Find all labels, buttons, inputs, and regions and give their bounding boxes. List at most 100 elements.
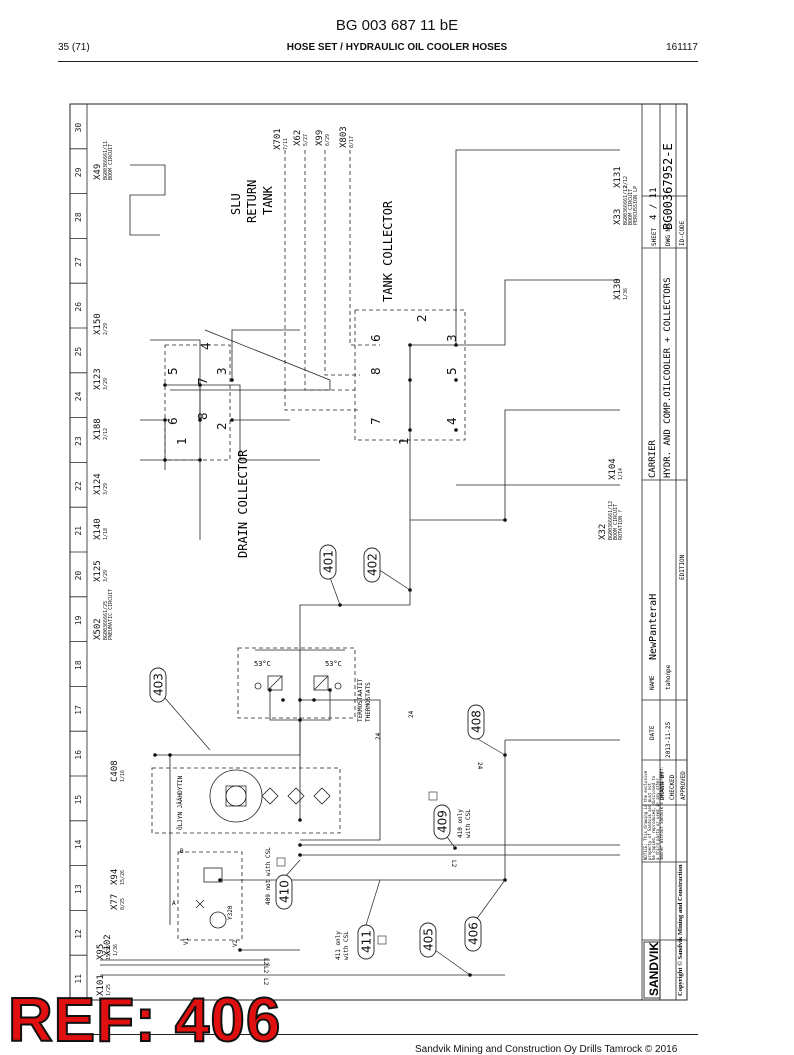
drain-port-5: 5 [166, 367, 180, 375]
sandvik-logo-box [643, 941, 661, 999]
grid-number: 29 [74, 167, 83, 177]
tank-port-5: 5 [445, 367, 459, 375]
tb-sheet-label: SHEET [651, 228, 658, 246]
thermostat-label-1: TERMOSTAATIT [357, 678, 364, 722]
note-410-flag [428, 791, 438, 801]
svg-text:manner without Sandvik's prior: manner without Sandvik's prior consent. [659, 766, 664, 860]
svg-text:be copied, reproduced, disclos: be copied, reproduced, disclosed to [651, 775, 656, 860]
cooler-label: ÖLJYN JÄÄHDYTIN [177, 775, 184, 830]
grid-number: 18 [74, 660, 83, 670]
connector-x49: X49 [93, 164, 103, 180]
connector-x62: X62 [293, 130, 303, 146]
cooler-box [151, 767, 341, 834]
drain-port-7: 7 [196, 377, 210, 385]
connector-ref: 2/12 [103, 428, 109, 440]
svg-text:NOTICE: This drawing is the ex: NOTICE: This drawing is the exclusive [643, 770, 648, 860]
connector-x188: X188 [93, 418, 103, 440]
drain-port-3: 3 [215, 367, 229, 375]
tank-collector-box [354, 309, 466, 441]
l2-label-b: L2 [262, 966, 269, 974]
v2-label: V2 [232, 939, 239, 947]
slu-label-3: TANK [261, 185, 275, 215]
tank-port-4: 4 [445, 417, 459, 425]
grid-number: 14 [74, 839, 83, 849]
svg-text:401: 401 [322, 550, 336, 573]
grid-number: 30 [74, 123, 83, 133]
connector-ref: 1/16 [120, 770, 126, 782]
connector-desc: PNEUMATIC CIRCUIT [108, 589, 114, 640]
connector-ref: 7/11 [283, 138, 289, 150]
wire-24-label-b: 24 [408, 710, 415, 718]
connector-ref: 1/14 [618, 468, 624, 480]
connector-ref: 3/29 [103, 570, 109, 582]
grid-number: 25 [74, 347, 83, 357]
connector-x150: X150 [93, 313, 103, 335]
connector-ref: 8/17 [349, 136, 355, 148]
grid-number: 22 [74, 481, 83, 491]
connector-x140: X140 [93, 518, 103, 540]
connector-x32: X32 [598, 524, 608, 540]
tb-dwg-label: DWG NO [665, 224, 672, 246]
valve-box [177, 851, 243, 941]
drain-collector-box [164, 344, 231, 461]
svg-text:409: 409 [436, 810, 450, 833]
balloon-409: 409 [433, 804, 451, 840]
connector-x125: X125 [93, 560, 103, 582]
doc-number: BG 003 687 11 bE [335, 17, 459, 34]
connector-ref: 1/25 [106, 984, 112, 996]
grid-number: 21 [74, 526, 83, 536]
tb-approved-label: APPROVED [680, 771, 687, 800]
b-mark: B [180, 848, 184, 855]
v1-label: V1 [183, 937, 190, 945]
l2-label-c: L2 [262, 978, 269, 986]
grid-number: 27 [74, 257, 83, 267]
grid-number: 12 [74, 929, 83, 939]
drain-port-2: 2 [215, 422, 229, 430]
drain-port-8: 8 [196, 412, 210, 420]
connector-desc: BOOM CIRCUIT [613, 504, 619, 540]
tank-collector-label: TANK COLLECTOR [381, 200, 395, 302]
balloon-408: 408 [467, 704, 485, 740]
connector-x130: X130 [613, 278, 623, 300]
note-411-2: with CSL [343, 931, 350, 960]
connector-x94: X94 [110, 869, 120, 885]
grid-number: 23 [74, 436, 83, 446]
footer-copyright: Sandvik Mining and Construction Oy Drill… [415, 1044, 678, 1055]
tb-drawn-by-label: DRAWN BY [659, 771, 666, 800]
drain-port-6: 6 [166, 417, 180, 425]
slu-label-1: SLU [229, 193, 243, 215]
tb-notice: NOTICE: This drawing is the exclusive pr… [643, 766, 664, 860]
connector-ref: 1/36 [623, 288, 629, 300]
connector-x803: X803 [339, 126, 349, 148]
temp-label-a: 53°C [254, 660, 271, 668]
connector-x131: X131 [613, 166, 623, 188]
connector-x99: X99 [315, 130, 325, 146]
connector-ref: 3/29 [103, 378, 109, 390]
tb-sheet: 4 / 11 [649, 187, 659, 220]
note-409: 409 not with CSL [265, 847, 272, 905]
svg-text:402: 402 [366, 553, 380, 576]
connector-x123: X123 [93, 368, 103, 390]
tank-port-8: 8 [369, 367, 383, 375]
connector-x502: X502 [93, 618, 103, 640]
tb-edition-label: EDITION [679, 554, 686, 580]
page-title: HOSE SET / HYDRAULIC OIL COOLER HOSES [286, 42, 508, 53]
connector-ref: 1/36 [113, 944, 119, 956]
connector-ref: 2/12 [623, 176, 629, 188]
tb-sub-title: HYDR. AND COMP.OILCOOLER + COLLECTORS [663, 278, 673, 478]
tb-main-title: CARRIER [648, 439, 658, 478]
connector-x104: X104 [608, 458, 618, 480]
balloon-406: 406 [464, 916, 482, 952]
grid-number: 26 [74, 302, 83, 312]
connector-x95: X95 [96, 944, 106, 960]
tb-drawn-name: tahonpe [665, 664, 672, 690]
tank-port-3: 3 [445, 334, 459, 342]
temp-label-b: 53°C [325, 660, 342, 668]
connector-ref: 3/29 [103, 483, 109, 495]
connector-ref: BG00366661/12 [608, 501, 614, 540]
tb-drawing-number: BG00367952-E [661, 143, 675, 230]
grid-number: 24 [74, 391, 83, 401]
wire-24-label-c: 24 [476, 762, 483, 770]
connector-ref: 15/35 [106, 945, 112, 960]
